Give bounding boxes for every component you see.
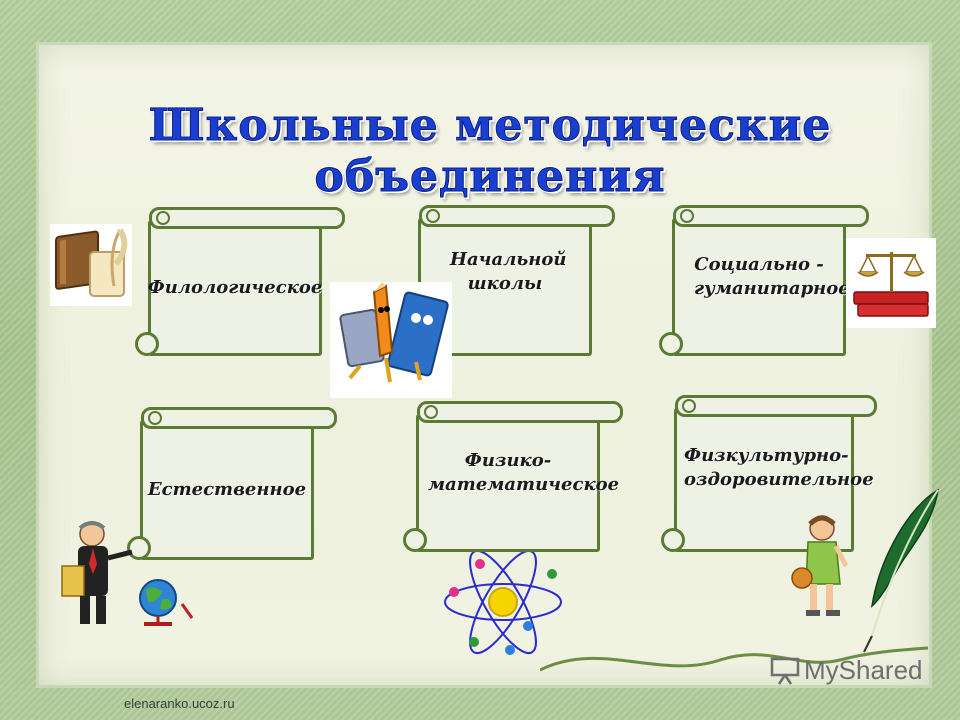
scroll-philological: Филологическое <box>135 207 345 356</box>
atom-icon <box>444 552 562 655</box>
watermark-brand: MyShared <box>770 655 923 686</box>
scroll-social-humanitarian: Социально - гуманитарное <box>659 205 869 356</box>
teacher-globe-icon <box>61 521 194 626</box>
scroll-label: Физико-математическое <box>428 449 620 495</box>
presentation-board-icon <box>770 657 800 685</box>
watermark-text: MyShared <box>804 655 923 685</box>
scroll-rod <box>673 205 869 227</box>
scroll-rod <box>141 407 337 429</box>
scroll-curl <box>659 332 683 356</box>
scroll-label: Начальной школы <box>450 248 567 294</box>
scales-books-icon <box>846 238 936 328</box>
scroll-primary-school: Начальной школы <box>405 205 615 356</box>
decorative-curve <box>540 646 929 672</box>
scroll-curl <box>403 528 427 552</box>
scroll-rod <box>419 205 615 227</box>
scroll-rod <box>149 207 345 229</box>
school-supplies-icon <box>330 282 452 398</box>
boy-ball-icon <box>791 515 849 616</box>
footer-url: elenaranko.ucoz.ru <box>124 696 235 711</box>
scroll-curl <box>661 528 685 552</box>
scroll-physics-math: Физико-математическое <box>403 401 623 552</box>
scroll-label: Филологическое <box>147 276 323 298</box>
scroll-label: Естественное <box>147 478 307 500</box>
paper-panel <box>36 42 932 688</box>
scroll-natural-sciences: Естественное <box>127 407 337 560</box>
feather-quill-icon <box>863 488 939 653</box>
scroll-rod <box>675 395 877 417</box>
page-title: Школьные методические объединения <box>148 100 832 203</box>
scroll-curl <box>127 536 151 560</box>
books-quill-icon <box>50 224 132 306</box>
scroll-label: Социально - гуманитарное <box>694 253 850 299</box>
scroll-label: Физкультурно-оздоровительное <box>684 444 874 490</box>
scroll-rod <box>417 401 623 423</box>
scroll-curl <box>135 332 159 356</box>
